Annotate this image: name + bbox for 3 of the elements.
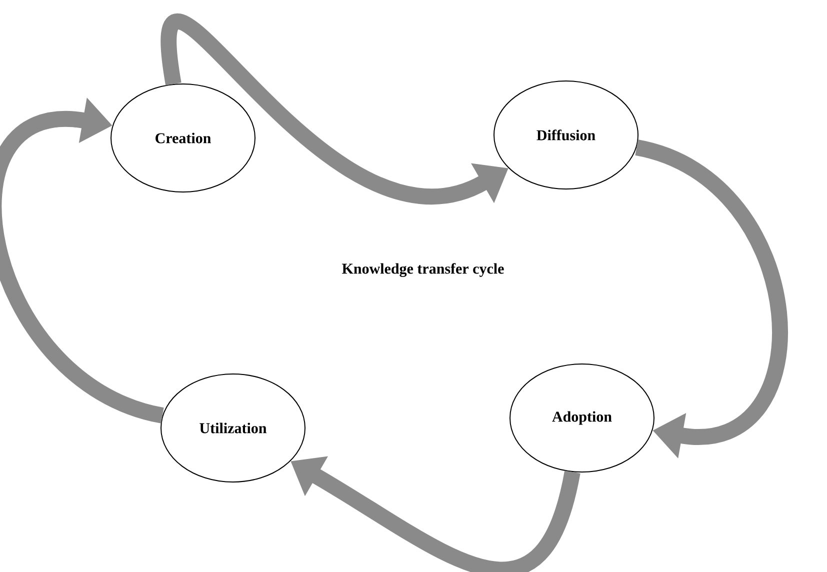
cycle-label: Knowledge transfer cycle <box>342 263 504 277</box>
curved-arrow <box>0 98 165 424</box>
curved-arrow <box>634 140 788 458</box>
